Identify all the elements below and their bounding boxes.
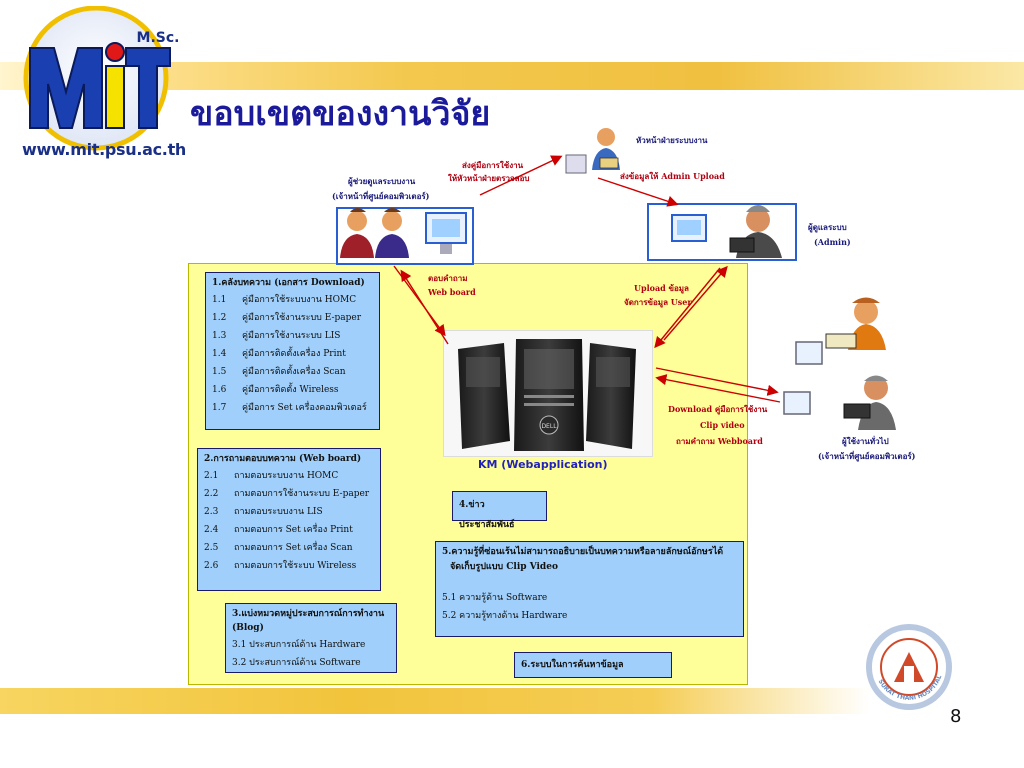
admin-label: ผู้ดูแลระบบ [808, 222, 847, 232]
flow-send-manual-label: ส่งคู่มือการใช้งาน [462, 160, 524, 170]
box5-subheader: จัดเก็บรูปแบบ Clip Video [450, 562, 558, 572]
footer-band [0, 688, 870, 714]
flow-upload-sublabel: จัดการข้อมูล User [624, 297, 692, 307]
flow-send-manual-sublabel: ให้หัวหน้าฝ่ายตรวจสอบ [448, 173, 530, 183]
head-label: หัวหน้าฝ่ายระบบงาน [636, 135, 708, 145]
department-head-icon [565, 128, 620, 174]
admin-sublabel: (Admin) [814, 237, 851, 247]
users-label: ผู้ใช้งานทั่วไป [842, 436, 889, 446]
flow-webboard-label: ตอบคำถาม [428, 273, 468, 283]
logo-degree-text: M.Sc. [137, 30, 180, 46]
box1-header: 1.คลังบทความ (เอกสาร Download) [212, 278, 365, 288]
box3-header: 3.แบ่งหมวดหมู่ประสบการณ์การทำงาน (Blog) [232, 609, 385, 633]
box5-header: 5.ความรู้ที่ซ่อนเร้นไม่สามารถอธิบายเป็นบ… [442, 547, 724, 557]
support-staff-box [336, 207, 474, 265]
list-item: 5.1 ความรู้ด้าน Software [442, 593, 548, 603]
box-news: 4.ข่าวประชาสัมพันธ์ [452, 491, 547, 530]
flow-webboard-sublabel: Web board [428, 287, 476, 297]
admin-box [647, 203, 797, 261]
users-sublabel: (เจ้าหน้าที่ศูนย์คอมพิวเตอร์) [818, 451, 916, 461]
dell-logo-text: DELL [541, 423, 557, 430]
page-number: 8 [950, 706, 962, 727]
logo-url: www.mit.psu.ac.th [22, 140, 187, 159]
box2-header: 2.การถามตอบบทความ (Web board) [204, 454, 362, 464]
support-staff-sublabel: (เจ้าหน้าที่ศูนย์คอมพิวเตอร์) [332, 191, 430, 201]
box-blog: 3.แบ่งหมวดหมู่ประสบการณ์การทำงาน (Blog) … [225, 603, 397, 673]
flow-download-sublabel2: ถามคำถาม Webboard [676, 436, 763, 446]
flow-download-label: Download คู่มือการใช้งาน [668, 404, 768, 414]
flow-send-admin-label: ส่งข้อมูลให้ Admin Upload [620, 171, 725, 181]
mit-logo: M.Sc. [23, 6, 180, 151]
flow-upload-label: Upload ข้อมูล [634, 283, 689, 293]
server-image: DELL [443, 330, 653, 457]
hospital-seal: SURAT THANI HOSPITAL [866, 624, 952, 710]
server-label: KM (Webapplication) [478, 458, 608, 471]
general-users-icon [783, 297, 896, 430]
slide-title: ขอบเขตของงานวิจัย [190, 94, 491, 134]
flow-download-sublabel: Clip video [700, 420, 745, 430]
list-item: 5.2 ความรู้ทางด้าน Hardware [442, 611, 568, 621]
box-search: 6.ระบบในการค้นหาข้อมูล [514, 652, 672, 678]
box-tacit-knowledge: 5.ความรู้ที่ซ่อนเร้นไม่สามารถอธิบายเป็นบ… [435, 541, 744, 637]
list-item: 3.1 ประสบการณ์ด้าน Hardware [232, 640, 366, 650]
list-item: 3.2 ประสบการณ์ด้าน Software [232, 658, 361, 668]
support-staff-label: ผู้ช่วยดูแลระบบงาน [348, 176, 416, 186]
